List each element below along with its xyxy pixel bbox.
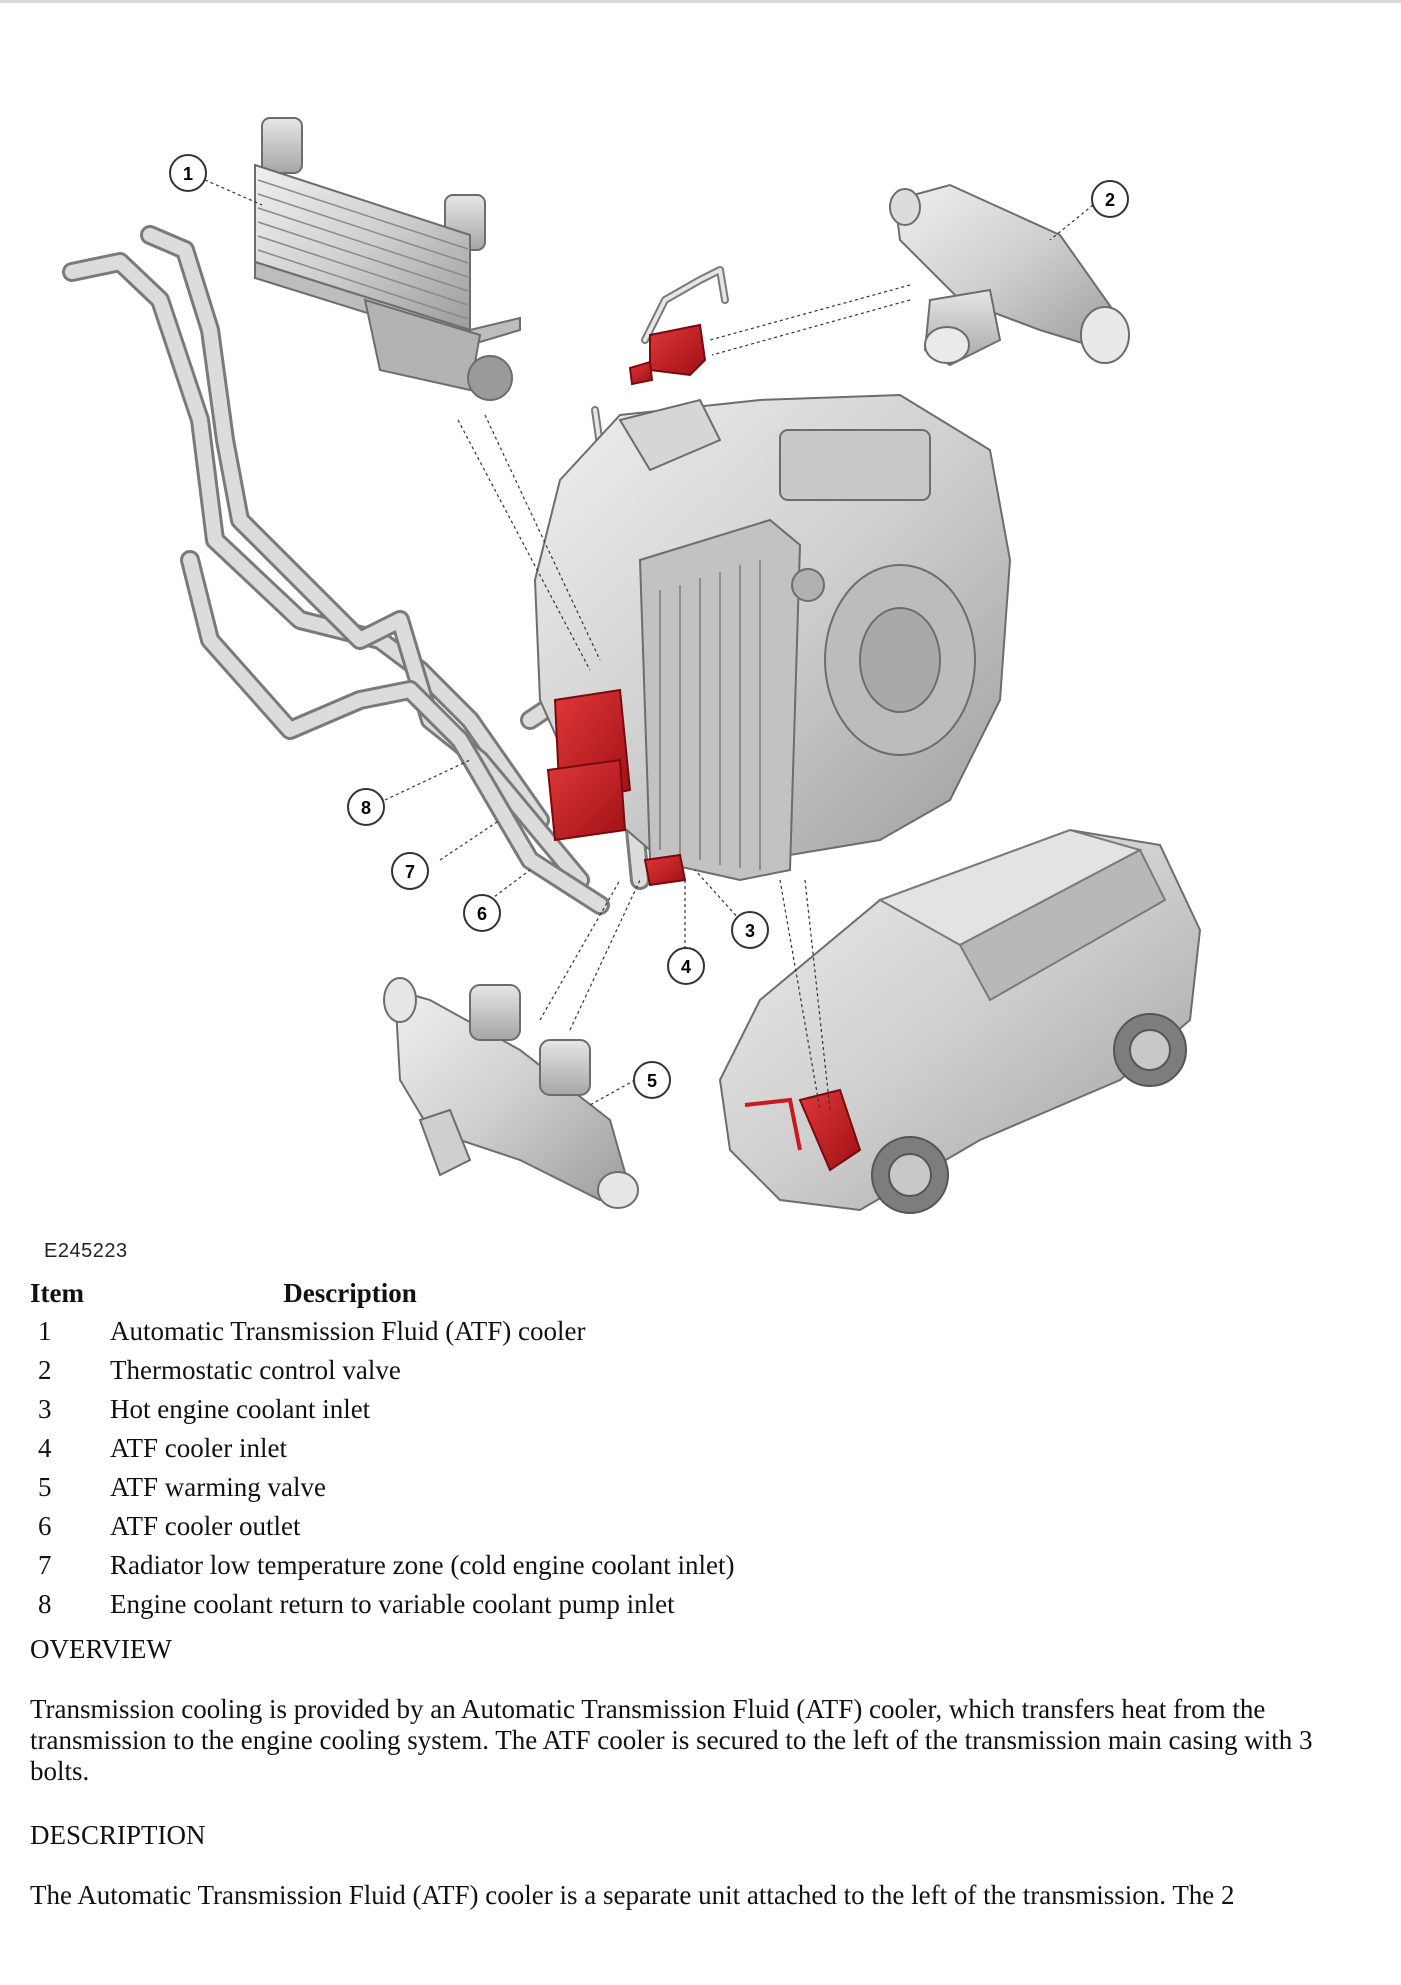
legend-item-number: 3 [38,1394,52,1424]
top-rule [0,0,1401,3]
highlighted-coolant-components [546,323,707,887]
legend-table: Item Description 1 Automatic Transmissio… [30,1274,830,1624]
overview-heading: OVERVIEW [30,1634,172,1664]
leader-lines [204,179,1094,1111]
atf-cooler-part [254,117,521,401]
table-row: 3 Hot engine coolant inlet [30,1390,830,1429]
legend-item-description: Automatic Transmission Fluid (ATF) coole… [110,1316,586,1346]
table-row: 1 Automatic Transmission Fluid (ATF) coo… [30,1312,830,1351]
legend-item-number: 1 [38,1316,52,1346]
thermostatic-valve-part [889,183,1130,367]
legend-item-description: Radiator low temperature zone (cold engi… [110,1550,735,1580]
legend-item-description: Engine coolant return to variable coolan… [110,1589,675,1619]
table-row: 5 ATF warming valve [30,1468,830,1507]
legend-header-item: Item [30,1277,84,1308]
svg-text:7: 7 [405,862,415,882]
svg-text:4: 4 [681,957,691,977]
table-row: 6 ATF cooler outlet [30,1507,830,1546]
svg-text:3: 3 [745,921,755,941]
figure-id: E245223 [44,1240,128,1262]
callout-4: 4 [667,947,705,985]
legend-item-number: 6 [38,1511,52,1541]
table-row: 8 Engine coolant return to variable cool… [30,1585,830,1624]
callout-3: 3 [731,911,769,949]
table-row: 7 Radiator low temperature zone (cold en… [30,1546,830,1585]
legend-item-description: Hot engine coolant inlet [110,1394,371,1424]
vehicle-locator [718,828,1202,1214]
legend-item-number: 5 [38,1472,52,1502]
svg-text:8: 8 [361,798,371,818]
overview-text: Transmission cooling is provided by an A… [30,1694,1313,1786]
legend-item-number: 4 [38,1433,52,1463]
callout-2: 2 [1091,180,1129,218]
svg-text:5: 5 [647,1071,657,1091]
callout-6: 6 [463,894,501,932]
callout-1: 1 [169,154,207,192]
description-text: The Automatic Transmission Fluid (ATF) c… [30,1880,1235,1910]
legend-item-description: Thermostatic control valve [110,1355,401,1385]
callout-7: 7 [391,852,429,890]
legend-header-description: Description [283,1277,417,1308]
svg-text:2: 2 [1105,190,1115,210]
legend-item-description: ATF cooler outlet [110,1511,301,1541]
atf-warming-valve-part [383,977,639,1209]
table-row: 4 ATF cooler inlet [30,1429,830,1468]
legend-item-description: ATF warming valve [110,1472,326,1502]
legend-item-description: ATF cooler inlet [110,1433,287,1463]
legend-header-row: Item Description [30,1274,830,1312]
callout-8: 8 [347,788,385,826]
callout-5: 5 [633,1061,671,1099]
legend-item-number: 2 [38,1355,52,1385]
legend-item-number: 8 [38,1589,52,1619]
legend-item-number: 7 [38,1550,52,1580]
description-heading: DESCRIPTION [30,1820,206,1850]
system-illustration: 1 2 3 4 5 6 7 8 [62,117,1202,1214]
transmission-casing [533,393,1012,882]
svg-text:6: 6 [477,904,487,924]
table-row: 2 Thermostatic control valve [30,1351,830,1390]
svg-text:1: 1 [183,164,193,184]
